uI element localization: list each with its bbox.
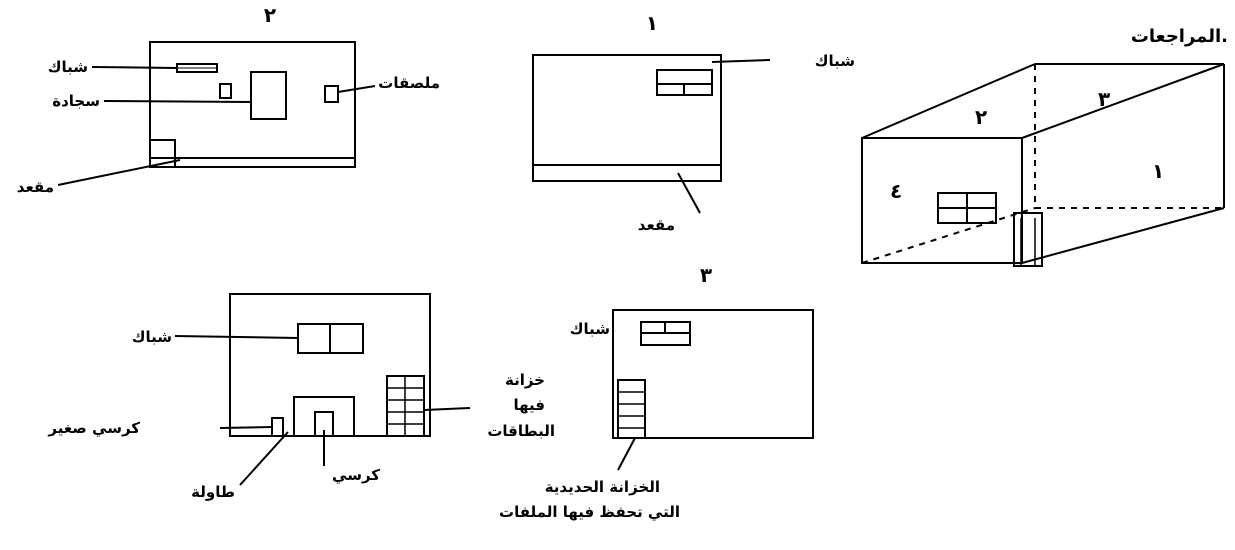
wall-4-chair-label: كرسي	[332, 466, 380, 484]
wall-4-window-leader	[174, 335, 299, 339]
wall-2-outline	[149, 41, 356, 168]
wall-4-card-cabinet-label-line3: البطاقات	[487, 422, 555, 440]
wall-2-small-frame-icon	[219, 83, 232, 99]
wall-4-window-label: شباك	[132, 328, 172, 346]
diagram-title: المراجعات.	[1131, 26, 1228, 47]
wall-1-window-label: شباك	[815, 52, 855, 70]
wall-2-window-label: شباك	[48, 58, 88, 76]
wall-1-outline	[532, 54, 722, 182]
wall-2-bench-label: مقعد	[17, 178, 54, 196]
wall-3-outline	[612, 309, 814, 439]
wall-2-poster-icon	[324, 85, 339, 103]
room-wall-number-4: ٤	[890, 179, 902, 203]
wall-3-cabinet-label-line1: الخزانة الحديدية	[545, 478, 660, 496]
wall-4-small-chair-label: كرسي صغير	[47, 419, 140, 437]
wall-1-bench-label: مقعد	[638, 216, 675, 234]
wall-2-window-leader	[91, 66, 178, 69]
wall-4-outline	[229, 293, 431, 437]
wall-2-bench-icon	[149, 139, 176, 168]
wall-1-bench-leader	[677, 172, 701, 214]
room-3d-view: ١ ٢ ٣ ٤	[861, 63, 1225, 267]
wall-2-bench-leader	[57, 159, 181, 186]
wall-2-rug-label: سجادة	[52, 92, 100, 110]
wall-2-rug-leader	[103, 100, 252, 103]
wall-2-number: ٢	[264, 3, 276, 27]
wall-2-rug-icon	[250, 71, 287, 120]
wall-3-cabinet-icon	[617, 379, 646, 439]
wall-3-view: ٣ شباك الخزانة الحديدية التي تحفظ فيها ا…	[499, 263, 814, 521]
room-front-face	[861, 137, 1023, 264]
wall-4-small-chair-icon	[271, 417, 284, 437]
wall-1-view: ١ شباك مقعد	[532, 11, 855, 234]
room-edge-bottom-right	[1021, 207, 1225, 264]
wall-4-view: شباك خزانة فيها البطاقات كرسي صغير كرسي …	[47, 293, 555, 501]
room-wall-number-1: ١	[1152, 159, 1164, 183]
room-wall-number-2: ٢	[975, 105, 987, 129]
wall-4-table-label: طاولة	[191, 483, 235, 501]
wall-4-card-cabinet-leader	[423, 407, 471, 411]
wall-1-number: ١	[646, 11, 658, 35]
wall-1-window-leader	[711, 59, 771, 63]
wall-4-small-chair-leader	[219, 426, 273, 429]
wall-2-view: ٢ شباك سجادة ملصقات مقعد	[17, 3, 440, 196]
room-edge-top-left	[861, 63, 1036, 139]
room-door-icon	[1013, 212, 1043, 267]
wall-2-poster-label: ملصقات	[378, 74, 440, 92]
wall-4-table-leader	[239, 431, 289, 486]
wall-2-poster-leader	[337, 85, 376, 93]
room-wall-number-3: ٣	[1098, 87, 1110, 111]
wall-3-number: ٣	[700, 263, 712, 287]
room-edge-top-right	[1021, 63, 1225, 139]
wall-4-card-cabinet-label-line1: خزانة	[505, 371, 545, 389]
wall-4-card-cabinet-label-line2: فيها	[514, 396, 545, 414]
wall-3-cabinet-leader	[617, 437, 636, 471]
room-hidden-edge-floor	[861, 207, 1036, 264]
wall-3-window-label: شباك	[570, 320, 610, 338]
wall-3-cabinet-label-line2: التي تحفظ فيها الملفات	[499, 503, 680, 521]
